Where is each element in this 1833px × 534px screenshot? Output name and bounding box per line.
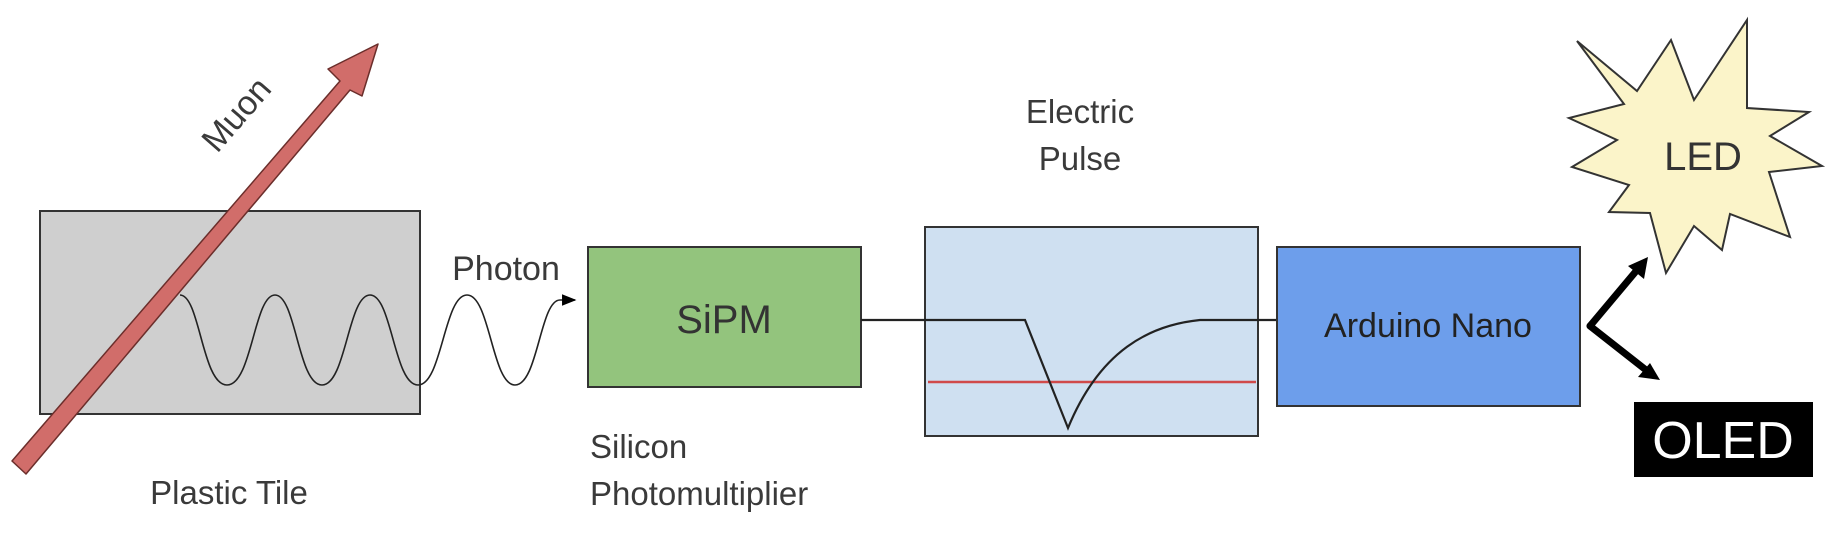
oled-box [1634, 402, 1813, 477]
sipm-fullname-line1: Silicon [590, 428, 687, 465]
sipm-fullname-line2: Photomultiplier [590, 475, 808, 512]
arrow-to-led [1586, 266, 1641, 330]
sipm-box [587, 246, 862, 388]
muon-arrow [11, 43, 379, 475]
arrow-to-oled [1586, 322, 1650, 374]
oled-label: OLED [1652, 412, 1794, 470]
pulse-label-line1: Electric [1026, 93, 1134, 130]
arduino-label: Arduino Nano [1324, 307, 1532, 345]
arduino-box [1276, 246, 1581, 407]
sipm-label: SiPM [676, 298, 772, 342]
pulse-panel [924, 226, 1259, 437]
muon-label: Muon [194, 70, 278, 159]
pulse-label-line2: Pulse [1039, 140, 1122, 177]
pulse-signal-trace [861, 318, 1278, 431]
plastic-tile-label: Plastic Tile [150, 474, 308, 511]
photon-label: Photon [452, 250, 560, 288]
photon-wave [179, 294, 577, 386]
led-starburst [1566, 16, 1826, 276]
arrow-to-led-head [1628, 257, 1648, 279]
arrow-to-oled-head [1638, 363, 1660, 380]
led-label: LED [1664, 135, 1742, 179]
